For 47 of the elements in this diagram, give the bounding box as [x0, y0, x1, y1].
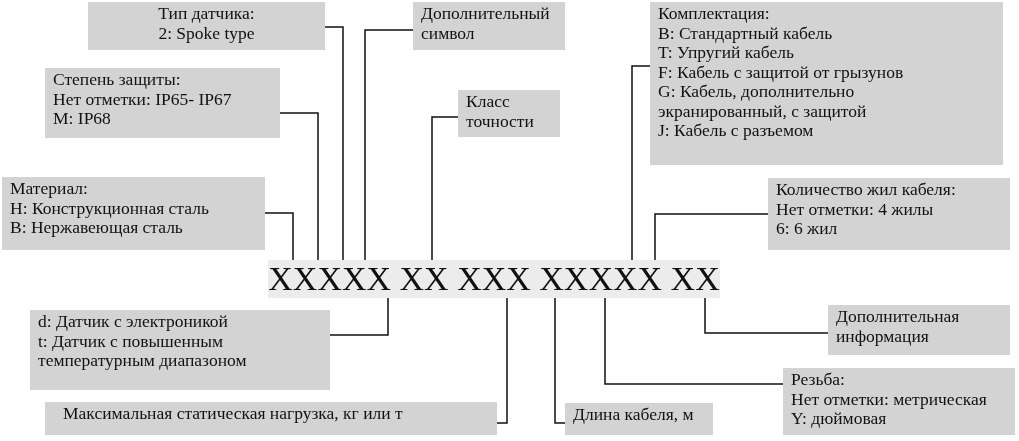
leader-line [329, 297, 389, 336]
label-box: Дополнительный символ [413, 2, 565, 50]
box-text: Нет отметки: 4 жилы [776, 199, 935, 219]
leader-line [364, 29, 414, 261]
leader-line [604, 297, 784, 385]
label-box [88, 2, 325, 50]
label-box: Дополнительная информация [828, 305, 1010, 355]
box-text: B: Стандартный кабель [658, 23, 834, 43]
box-text: G: Кабель, дополнительно экранированный, с защитой [658, 82, 867, 121]
leader-line [631, 65, 651, 261]
leader-line [554, 297, 566, 424]
leader-line [324, 26, 344, 261]
label-box: Максимальная статическая нагрузка, кг или т [45, 402, 497, 435]
label-box: Класс точности [458, 90, 560, 137]
label-box [783, 368, 1015, 435]
box-text: d: Датчик с электроникой [38, 312, 229, 332]
leader-line [496, 297, 508, 424]
label-box [650, 2, 1003, 165]
leader-line [264, 212, 294, 261]
box-text: F: Кабель с защитой от грызунов [658, 62, 905, 82]
box-text: Комплектация: [658, 4, 771, 24]
label-box [2, 177, 265, 250]
box-text: B: Нержавеющая сталь [10, 218, 184, 238]
box-text: t: Датчик с повышенным температурным диапазоном [38, 331, 248, 371]
label-box: Длина кабеля, м [565, 403, 713, 435]
label-box [30, 310, 330, 390]
box-text: 2: Spoke type [157, 23, 256, 43]
box-text: Нет отметки: IP65- IP67 [53, 89, 233, 109]
box-text: Количество жил кабеля: [776, 180, 957, 200]
box-text: Материал: [10, 179, 89, 199]
box-text: Тип датчика: [157, 4, 256, 24]
model-code: XXXXX XX XXX XXXXX XX [268, 260, 720, 298]
label-box [768, 178, 1010, 250]
box-text: J: Кабель с разъемом [658, 121, 814, 141]
box-text: Y: дюймовая [791, 409, 888, 429]
label-box [45, 68, 280, 138]
box-text: T: Упругий кабель [658, 43, 795, 63]
box-text: 6: 6 жил [776, 219, 839, 239]
leader-line [431, 116, 459, 261]
leader-line [279, 112, 319, 261]
box-text: Степень защиты: [53, 70, 182, 90]
box-text: M: IP68 [53, 109, 112, 129]
leader-line [704, 297, 829, 334]
box-text: H: Конструкционная сталь [10, 198, 210, 218]
leader-line [654, 213, 769, 261]
box-text: Нет отметки: метрическая [791, 389, 988, 409]
box-text: Резьба: [791, 370, 846, 390]
